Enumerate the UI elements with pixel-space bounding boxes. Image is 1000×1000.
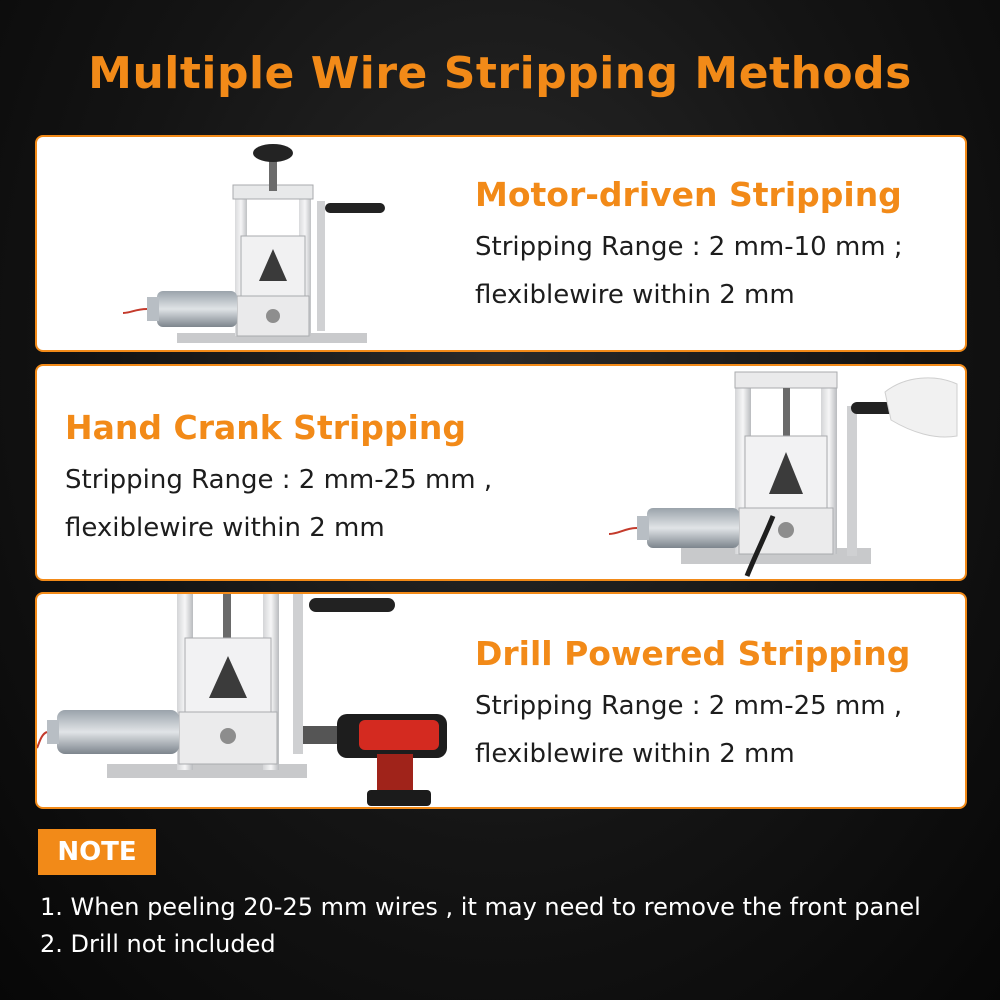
- stripping-range: Stripping Range : 2 mm-25 mm ,: [475, 691, 903, 721]
- method-card-hand-crank: Hand Crank Stripping Stripping Range : 2…: [35, 364, 967, 581]
- note-item: 2. Drill not included: [40, 930, 276, 958]
- method-text-hand-crank: Hand Crank Stripping Stripping Range : 2…: [65, 408, 492, 543]
- method-text-drill: Drill Powered Stripping Stripping Range …: [475, 634, 910, 769]
- method-title: Drill Powered Stripping: [475, 634, 911, 673]
- flexible-wire-note: flexiblewire within 2 mm: [475, 739, 795, 769]
- flexible-wire-note: flexiblewire within 2 mm: [65, 513, 385, 543]
- method-card-motor: Motor-driven Stripping Stripping Range :…: [35, 135, 967, 352]
- page-headline: Multiple Wire Stripping Methods: [88, 48, 912, 99]
- stripping-range: Stripping Range : 2 mm-25 mm ,: [65, 465, 493, 495]
- drill-stripper-illustration: [37, 594, 447, 806]
- hand-crank-stripper-illustration: [608, 371, 958, 577]
- method-card-drill: Drill Powered Stripping Stripping Range …: [35, 592, 967, 809]
- note-item: 1. When peeling 20-25 mm wires , it may …: [40, 893, 921, 921]
- method-title: Motor-driven Stripping: [475, 175, 902, 214]
- note-badge: NOTE: [38, 829, 156, 875]
- method-text-motor: Motor-driven Stripping Stripping Range :…: [475, 175, 903, 310]
- stripping-range: Stripping Range : 2 mm-10 mm ;: [475, 232, 903, 262]
- motor-stripper-illustration: [122, 144, 385, 343]
- flexible-wire-note: flexiblewire within 2 mm: [475, 280, 795, 310]
- method-title: Hand Crank Stripping: [65, 408, 466, 447]
